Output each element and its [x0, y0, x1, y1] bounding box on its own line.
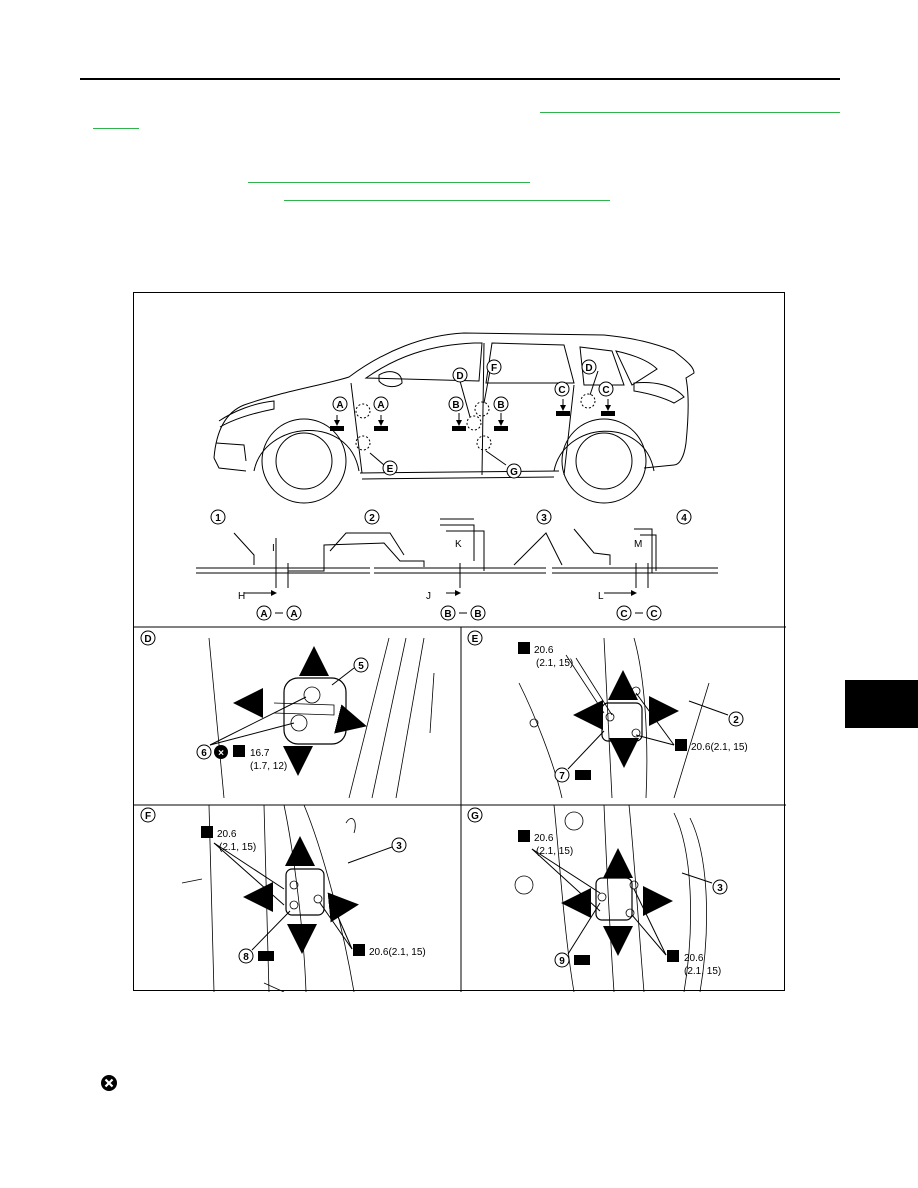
section-labels: 1 2 3 4 I H K J M L A A B B C C: [210, 509, 692, 621]
torque-e-top-sub: (2.1, 15): [536, 658, 573, 669]
panel-D: D 5 6 × 16.7 (1.7, 12): [140, 630, 435, 799]
section-cc-left: C: [620, 609, 627, 620]
section-tab-marker: [845, 680, 918, 728]
torque-g-top-sub: (2.1, 15): [536, 846, 573, 857]
callout-3-G: 3: [717, 883, 723, 894]
torque-d-sub: (1.7, 12): [250, 761, 287, 772]
vehicle-side-view: [213, 332, 695, 504]
grease-icon: [575, 770, 591, 780]
link-underline-1[interactable]: [540, 112, 840, 113]
section-bb-left: B: [444, 609, 451, 620]
header-rule: [80, 78, 840, 80]
callout-F: F: [491, 363, 497, 374]
callout-1: 1: [215, 513, 221, 524]
callout-E: E: [387, 464, 394, 475]
callout-B-right: B: [497, 400, 504, 411]
panel-label-D: D: [144, 634, 151, 645]
torque-g-right-value: 20.6: [684, 953, 704, 964]
callout-4: 4: [681, 513, 687, 524]
callout-D-rear: D: [585, 363, 592, 374]
section-cc-right: C: [650, 609, 657, 620]
callout-2-E: 2: [733, 715, 739, 726]
callout-6: 6: [201, 748, 207, 759]
do-not-reuse-icon: [214, 745, 228, 759]
do-not-reuse-icon: [101, 1075, 117, 1091]
torque-wrench-icon: [675, 739, 687, 751]
dim-J: J: [426, 591, 431, 602]
callout-G: G: [510, 467, 518, 478]
detail-grid: [134, 626, 786, 992]
section-aa-left: A: [260, 609, 267, 620]
link-underline-2[interactable]: [93, 128, 139, 129]
torque-wrench-icon: [201, 826, 213, 838]
callout-A-left: A: [336, 400, 343, 411]
grease-icon: [574, 955, 590, 965]
dim-I: I: [272, 543, 275, 554]
callout-C-right: C: [602, 385, 609, 396]
torque-wrench-icon: [667, 950, 679, 962]
door-striker-figure: A A E D F B B G C C D: [133, 292, 786, 993]
dim-H: H: [238, 591, 245, 602]
dim-M: M: [634, 539, 642, 550]
torque-f-right: 20.6(2.1, 15): [369, 947, 426, 958]
section-bb-right: B: [474, 609, 481, 620]
panel-G: G 20.6 (2.1, 15) 3 9 20.6: [467, 804, 728, 993]
section-aa-right: A: [290, 609, 297, 620]
figure-svg: A A E D F B B G C C D: [134, 332, 786, 993]
panel-E: E 20.6 (2.1, 15) 2 7 20.6(2.1,: [467, 630, 748, 799]
callout-B-left: B: [452, 400, 459, 411]
grease-icon: [258, 951, 274, 961]
torque-d-value: 16.7: [250, 748, 270, 759]
callout-3: 3: [541, 513, 547, 524]
torque-g-top-value: 20.6: [534, 833, 554, 844]
panel-label-F: F: [145, 811, 151, 822]
svg-text:×: ×: [218, 748, 224, 759]
panel-label-G: G: [471, 811, 479, 822]
sections-strip: [196, 518, 718, 596]
link-underline-3[interactable]: [248, 182, 530, 183]
callout-9: 9: [559, 956, 565, 967]
torque-f-top-value: 20.6: [217, 829, 237, 840]
callout-2: 2: [369, 513, 375, 524]
callout-D-mid: D: [456, 371, 463, 382]
torque-wrench-icon: [518, 830, 530, 842]
callout-7: 7: [559, 771, 565, 782]
dim-K: K: [455, 539, 462, 550]
torque-wrench-icon: [518, 642, 530, 654]
torque-e-top-value: 20.6: [534, 645, 554, 656]
torque-e-right: 20.6(2.1, 15): [691, 742, 748, 753]
link-underline-4[interactable]: [284, 200, 610, 201]
callout-3-F: 3: [396, 841, 402, 852]
section-cut-marks: [330, 399, 615, 431]
panel-F: F 20.6 (2.1, 15) 3 8 20.6(2.1,: [140, 804, 426, 993]
callout-5: 5: [358, 661, 364, 672]
dim-L: L: [598, 591, 604, 602]
callout-C-left: C: [558, 385, 565, 396]
callout-8: 8: [243, 952, 249, 963]
car-callouts: A A E D F B B G C C D: [332, 359, 614, 479]
torque-g-right-sub: (2.1, 15): [684, 966, 721, 977]
torque-wrench-icon: [353, 944, 365, 956]
torque-wrench-icon: [233, 745, 245, 757]
torque-f-top-sub: (2.1, 15): [219, 842, 256, 853]
callout-A-right: A: [377, 400, 384, 411]
panel-label-E: E: [472, 634, 479, 645]
